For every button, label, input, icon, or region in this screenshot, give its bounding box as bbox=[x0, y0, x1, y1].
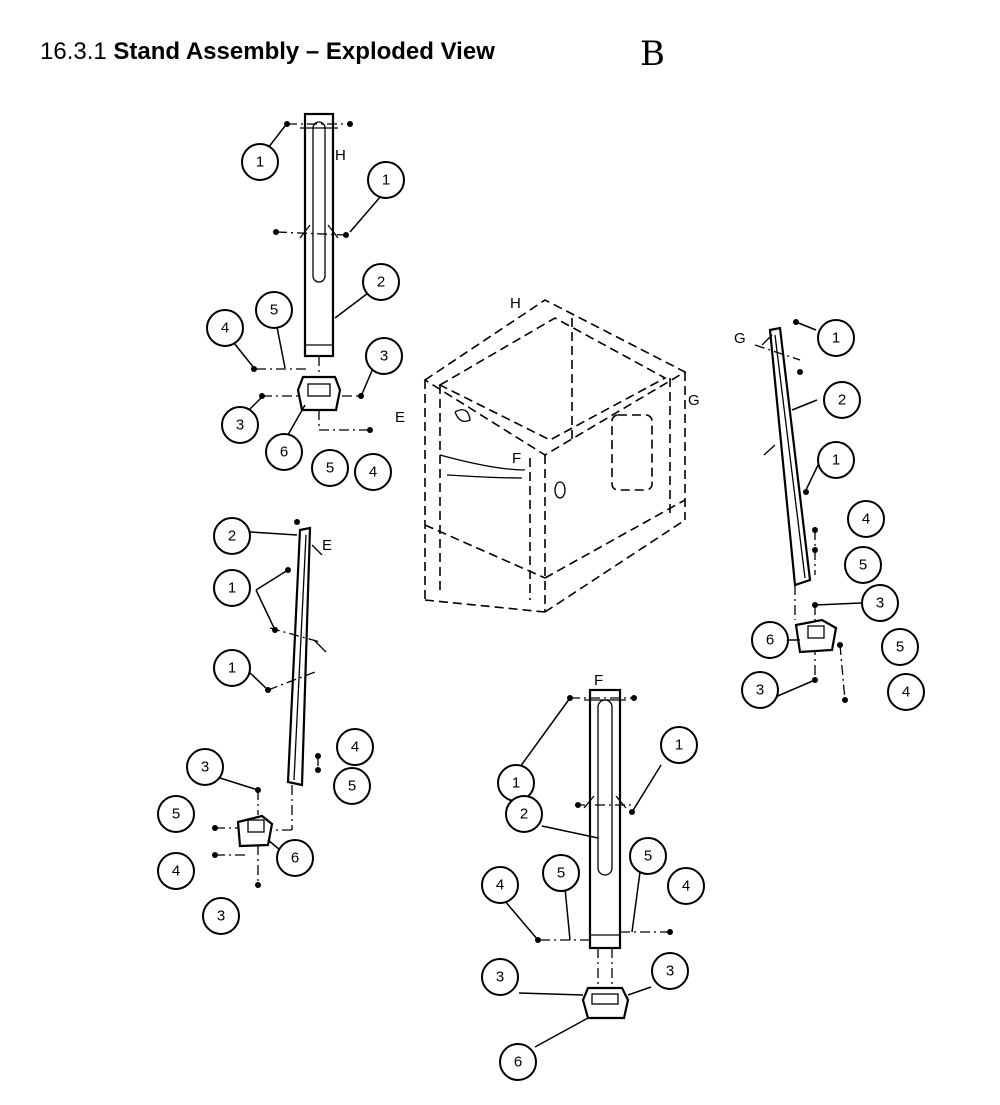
svg-text:1: 1 bbox=[256, 154, 264, 171]
callout-5-e-left: 5 bbox=[157, 795, 195, 833]
section-number: 16.3.1 bbox=[40, 38, 107, 65]
svg-text:5: 5 bbox=[859, 557, 867, 574]
callout-1-e-top: 1 bbox=[213, 569, 251, 607]
ref-letter-e-leg: E bbox=[322, 537, 332, 554]
svg-text:1: 1 bbox=[832, 330, 840, 347]
callout-4-f-left: 4 bbox=[481, 866, 519, 904]
callout-6-e: 6 bbox=[276, 839, 314, 877]
ref-letter-e-cabinet: E bbox=[395, 409, 405, 426]
svg-text:1: 1 bbox=[512, 775, 520, 792]
svg-text:3: 3 bbox=[236, 417, 244, 434]
ref-letter-f-leg: F bbox=[594, 672, 603, 689]
callout-1-f-right: 1 bbox=[660, 726, 698, 764]
stand-cabinet bbox=[423, 299, 687, 613]
callout-3-h-right: 3 bbox=[365, 337, 403, 375]
svg-text:5: 5 bbox=[644, 848, 652, 865]
svg-text:1: 1 bbox=[382, 172, 390, 189]
callout-4-g-top: 4 bbox=[847, 500, 885, 538]
svg-text:4: 4 bbox=[682, 878, 690, 895]
svg-text:4: 4 bbox=[369, 464, 377, 481]
callout-4-f-right: 4 bbox=[667, 867, 705, 905]
callout-3-h-left: 3 bbox=[221, 406, 259, 444]
ref-letter-g-cabinet: G bbox=[688, 392, 700, 409]
leg-assembly-h bbox=[251, 112, 373, 433]
callout-3-f-right: 3 bbox=[651, 952, 689, 990]
callout-5-f-right: 5 bbox=[629, 837, 667, 875]
svg-text:6: 6 bbox=[291, 850, 299, 867]
svg-text:6: 6 bbox=[280, 444, 288, 461]
callout-6-h: 6 bbox=[265, 433, 303, 471]
section-heading: 16.3.1 Stand Assembly – Exploded View bbox=[40, 38, 495, 66]
ref-letter-h-cabinet: H bbox=[510, 295, 521, 312]
svg-text:4: 4 bbox=[902, 684, 910, 701]
svg-text:5: 5 bbox=[270, 302, 278, 319]
callout-3-f-left: 3 bbox=[481, 958, 519, 996]
callout-5-e-right: 5 bbox=[333, 767, 371, 805]
svg-text:2: 2 bbox=[377, 274, 385, 291]
svg-text:6: 6 bbox=[514, 1054, 522, 1071]
svg-text:1: 1 bbox=[675, 737, 683, 754]
callout-2-g: 2 bbox=[823, 381, 861, 419]
svg-text:3: 3 bbox=[496, 969, 504, 986]
callout-5-f-left: 5 bbox=[542, 854, 580, 892]
variant-letter: B bbox=[640, 34, 665, 74]
callout-4-g-bottom: 4 bbox=[887, 673, 925, 711]
ref-letter-g-leg: G bbox=[734, 330, 746, 347]
svg-text:2: 2 bbox=[520, 806, 528, 823]
svg-text:3: 3 bbox=[217, 908, 225, 925]
svg-text:6: 6 bbox=[766, 632, 774, 649]
svg-text:3: 3 bbox=[380, 348, 388, 365]
callout-4-e-left: 4 bbox=[157, 852, 195, 890]
svg-text:4: 4 bbox=[351, 739, 359, 756]
callout-4-h-left: 4 bbox=[206, 309, 244, 347]
callout-1-h-right: 1 bbox=[367, 161, 405, 199]
callout-3-e-top: 3 bbox=[186, 748, 224, 786]
ref-letter-f-cabinet: F bbox=[512, 450, 521, 467]
svg-text:5: 5 bbox=[557, 865, 565, 882]
callout-2-e: 2 bbox=[213, 517, 251, 555]
callout-4-e-top: 4 bbox=[336, 728, 374, 766]
callout-6-g: 6 bbox=[751, 621, 789, 659]
svg-text:3: 3 bbox=[756, 682, 764, 699]
leader-lines bbox=[219, 125, 862, 1048]
callout-5-g-top: 5 bbox=[844, 546, 882, 584]
svg-text:5: 5 bbox=[326, 460, 334, 477]
section-title: Stand Assembly – Exploded View bbox=[113, 38, 495, 65]
svg-text:4: 4 bbox=[862, 511, 870, 528]
callout-1-g-mid: 1 bbox=[817, 441, 855, 479]
callout-5-g-bottom: 5 bbox=[881, 628, 919, 666]
callout-2-h: 2 bbox=[362, 263, 400, 301]
svg-text:5: 5 bbox=[896, 639, 904, 656]
svg-text:3: 3 bbox=[666, 963, 674, 980]
callout-5-h-top: 5 bbox=[255, 291, 293, 329]
callout-3-g-bottom: 3 bbox=[741, 671, 779, 709]
svg-text:3: 3 bbox=[876, 595, 884, 612]
leg-assembly-g bbox=[754, 319, 848, 703]
svg-text:3: 3 bbox=[201, 759, 209, 776]
callout-1-h-top: 1 bbox=[241, 143, 279, 181]
svg-text:1: 1 bbox=[228, 580, 236, 597]
svg-text:4: 4 bbox=[172, 863, 180, 880]
callout-4-h-bottom: 4 bbox=[354, 453, 392, 491]
svg-text:2: 2 bbox=[228, 528, 236, 545]
callout-3-e-bottom: 3 bbox=[202, 897, 240, 935]
callout-6-f: 6 bbox=[499, 1043, 537, 1081]
callout-5-h-bottom: 5 bbox=[311, 449, 349, 487]
callout-2-f: 2 bbox=[505, 795, 543, 833]
leg-assembly-e bbox=[212, 519, 327, 888]
svg-text:5: 5 bbox=[172, 806, 180, 823]
svg-text:1: 1 bbox=[832, 452, 840, 469]
svg-text:1: 1 bbox=[228, 660, 236, 677]
svg-text:4: 4 bbox=[221, 320, 229, 337]
svg-text:2: 2 bbox=[838, 392, 846, 409]
ref-letter-h-leg: H bbox=[335, 147, 346, 164]
callout-3-g-top: 3 bbox=[861, 584, 899, 622]
svg-text:4: 4 bbox=[496, 877, 504, 894]
callout-1-g-top: 1 bbox=[817, 319, 855, 357]
svg-text:5: 5 bbox=[348, 778, 356, 795]
callout-1-e-bottom: 1 bbox=[213, 649, 251, 687]
